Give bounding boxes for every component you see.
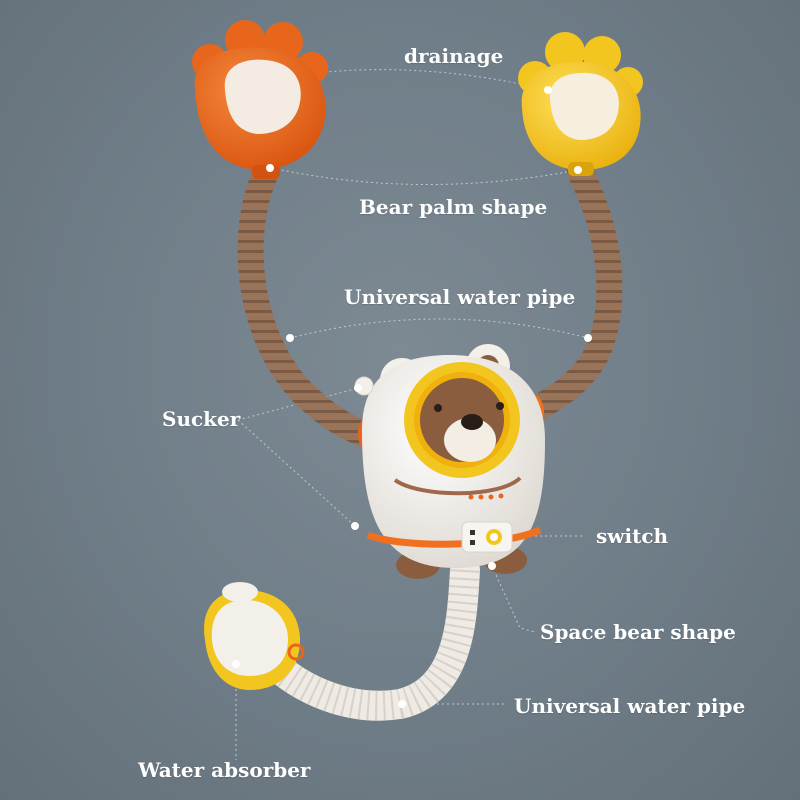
yellow-bear-palm <box>518 32 643 176</box>
label-sucker: Sucker <box>162 407 241 431</box>
orange-bear-palm <box>192 20 328 179</box>
space-bear-body <box>354 344 545 579</box>
label-bear-palm-shape: Bear palm shape <box>359 195 548 219</box>
label-water-absorber: Water absorber <box>138 758 311 782</box>
leader-bear-palm <box>271 167 579 185</box>
leader-drainage <box>269 69 549 91</box>
label-universal-water-pipe-bottom: Universal water pipe <box>514 694 746 718</box>
label-drainage: drainage <box>404 44 504 68</box>
leader-sucker-2 <box>237 419 356 527</box>
leader-space-bear <box>491 565 536 633</box>
label-universal-water-pipe-top: Universal water pipe <box>344 285 576 309</box>
leader-sucker-1 <box>237 387 359 421</box>
switch-panel <box>461 521 513 553</box>
label-space-bear-shape: Space bear shape <box>540 620 736 644</box>
label-switch: switch <box>596 524 669 548</box>
right-water-pipe <box>522 159 623 423</box>
leader-pipe-top <box>289 318 589 339</box>
left-water-pipe <box>237 162 383 449</box>
hotspot-dots <box>232 86 592 708</box>
water-absorber-part <box>204 582 305 690</box>
